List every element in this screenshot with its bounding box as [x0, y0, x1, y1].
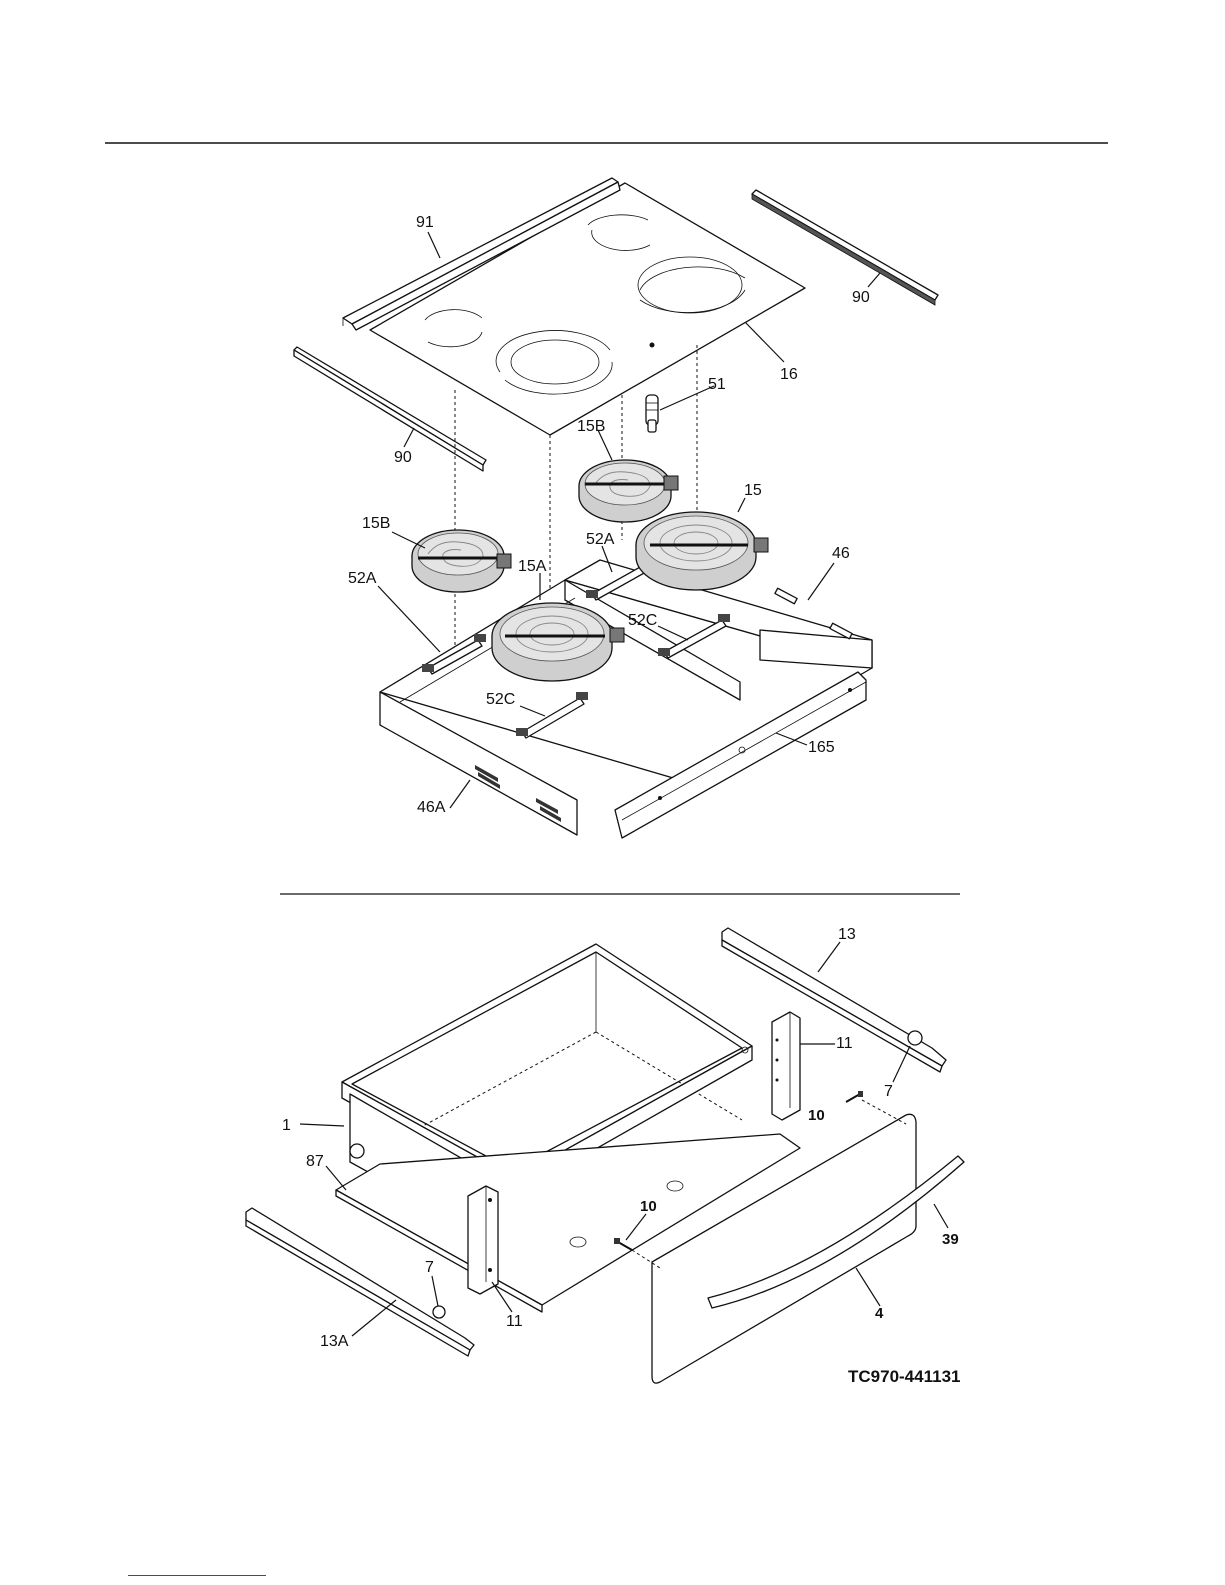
callout-165: 165	[808, 739, 835, 756]
callout-7-left: 7	[425, 1259, 434, 1276]
callout-90-left: 90	[394, 449, 412, 466]
callout-90-right: 90	[852, 289, 870, 306]
callout-4: 4	[875, 1305, 884, 1322]
callout-13A: 13A	[320, 1333, 349, 1350]
callout-15: 15	[744, 482, 762, 499]
callout-10-right: 10	[808, 1107, 825, 1124]
callout-52C-right: 52C	[628, 612, 657, 629]
callout-87: 87	[306, 1153, 324, 1170]
callout-10-center: 10	[640, 1198, 657, 1215]
callout-52C-left: 52C	[486, 691, 515, 708]
callout-52A-right: 52A	[586, 531, 615, 548]
callout-15B-left: 15B	[362, 515, 390, 532]
callout-39: 39	[942, 1231, 959, 1248]
figure-code: TC970-441131	[848, 1367, 960, 1386]
screw-10-right	[846, 1091, 863, 1102]
element-15B-left	[412, 530, 511, 592]
callout-91: 91	[416, 214, 434, 231]
callout-52A-left: 52A	[348, 570, 377, 587]
callout-46A: 46A	[417, 799, 446, 816]
callout-11-left: 11	[506, 1313, 523, 1330]
callout-1: 1	[282, 1117, 291, 1134]
slide-bracket-11-right	[772, 1012, 800, 1120]
callout-7-right: 7	[884, 1083, 893, 1100]
element-15B-top	[579, 460, 678, 522]
sensor-51	[646, 395, 658, 432]
callout-46: 46	[832, 545, 850, 562]
footer-link-underline[interactable]	[128, 1575, 266, 1576]
callout-11-right: 11	[836, 1035, 853, 1052]
glass-cooktop-16	[370, 183, 805, 435]
element-15	[636, 512, 768, 590]
callout-13: 13	[838, 926, 856, 943]
callout-15B-top: 15B	[577, 418, 605, 435]
callout-15A: 15A	[518, 558, 547, 575]
callout-16: 16	[780, 366, 798, 383]
slide-bracket-11-left	[468, 1186, 498, 1294]
callout-51: 51	[708, 376, 726, 393]
